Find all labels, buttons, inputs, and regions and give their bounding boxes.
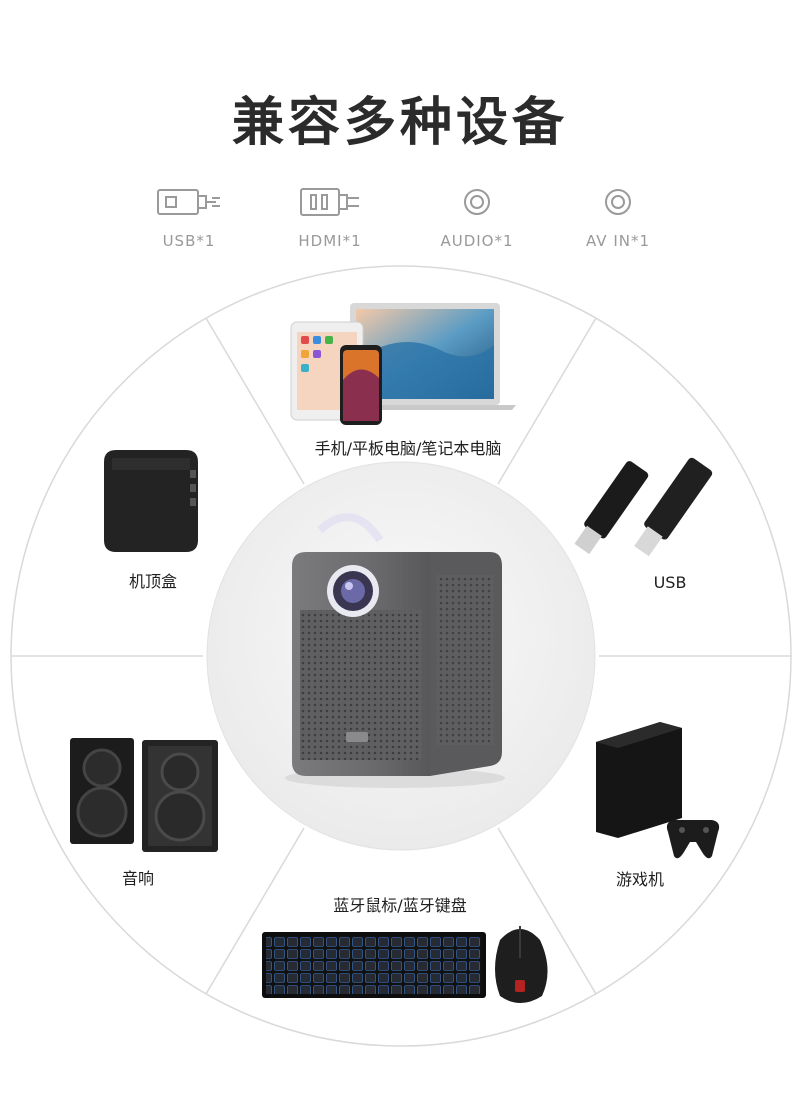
usb-port-icon	[157, 189, 220, 215]
usb-stick-illustration	[574, 457, 713, 557]
port-audio: AUDIO*1	[417, 186, 537, 250]
mouse-illustration	[495, 926, 548, 1003]
device-label-usb: USB	[653, 573, 687, 592]
port-av-in: AV IN*1	[558, 186, 678, 250]
keyboard-illustration	[262, 932, 486, 998]
port-av-in-label: AV IN*1	[585, 232, 651, 250]
device-label-phone-tablet-laptop: 手机/平板电脑/笔记本电脑	[314, 439, 502, 458]
av-port-icon	[605, 189, 631, 215]
device-label-speakers: 音响	[121, 869, 154, 888]
speakers-illustration	[70, 738, 218, 852]
port-usb: USB*1	[129, 186, 249, 250]
projector-illustration	[285, 513, 505, 788]
hdmi-port-icon	[300, 188, 359, 216]
device-label-game-console: 游戏机	[615, 870, 664, 889]
set-top-box-illustration	[104, 450, 198, 552]
phone-illustration	[340, 345, 382, 425]
port-hdmi-label: HDMI*1	[298, 232, 362, 250]
page-title: 兼容多种设备	[231, 93, 568, 153]
game-console-illustration	[596, 722, 720, 859]
device-label-set-top-box: 机顶盒	[128, 572, 177, 591]
port-hdmi: HDMI*1	[270, 186, 390, 250]
audio-port-icon	[464, 189, 490, 215]
device-label-keyboard-mouse: 蓝牙鼠标/蓝牙键盘	[333, 896, 467, 915]
port-audio-label: AUDIO*1	[440, 232, 514, 250]
port-usb-label: USB*1	[162, 232, 216, 250]
wheel-spokes	[11, 317, 791, 995]
